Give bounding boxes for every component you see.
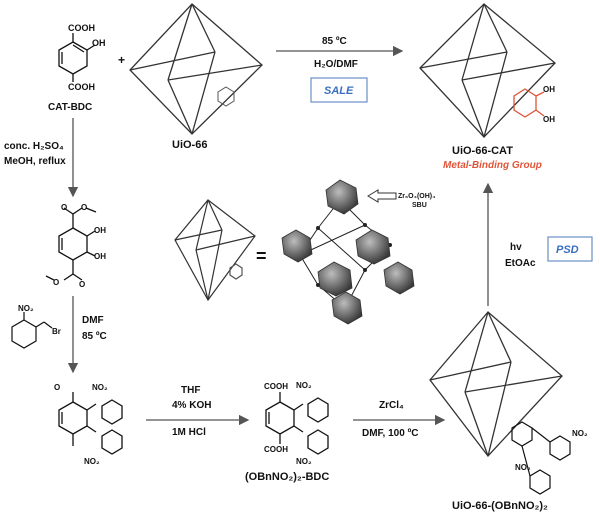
psd-light-label: hv xyxy=(510,242,522,253)
cat-bdc-label: CAT-BDC xyxy=(48,102,92,113)
diester-o-label: O xyxy=(54,383,60,392)
obn-no2-top: NO₂ xyxy=(296,381,312,390)
reagent-no2-label: NO₂ xyxy=(18,304,34,313)
obn-bdc-structure xyxy=(265,392,329,455)
sale-box-label: SALE xyxy=(324,85,354,97)
obn-cooh-top: COOH xyxy=(264,382,288,391)
uio66-obn-label: UiO-66-(OBnNO₂)₂ xyxy=(452,500,548,512)
ester-oh-1: OH xyxy=(94,226,106,235)
product-no2-bottom: NO₂ xyxy=(515,463,531,472)
uio66-obn-octahedron xyxy=(429,311,563,458)
alkylation-temp-label: 85 ºC xyxy=(82,331,107,342)
nitrobenzyl-bromide-structure xyxy=(11,312,53,349)
framework-model xyxy=(281,179,415,325)
synthesis-reagent-label: ZrCl₄ xyxy=(379,400,404,411)
hydrolysis-acid-label: 1M HCl xyxy=(172,427,206,438)
ester-o-top: O xyxy=(61,203,67,212)
esterification-reagent-label: conc. H₂SO₄ xyxy=(4,141,64,152)
obn-linker-icon xyxy=(511,421,571,495)
synthesis-solvent-label: DMF, 100 ºC xyxy=(362,428,418,439)
cat-bdc-structure xyxy=(58,33,96,82)
uio66-phenyl-icon xyxy=(217,86,235,107)
protected-diester-structure xyxy=(58,392,123,455)
cooh-top-label: COOH xyxy=(68,23,95,33)
metal-binding-label: Metal-Binding Group xyxy=(443,160,542,171)
psd-box-label: PSD xyxy=(556,244,579,256)
sale-box xyxy=(310,77,368,103)
uio66-cat-octahedron xyxy=(419,3,556,138)
sbu-callout-arrow xyxy=(367,189,397,203)
obn-no2-bottom: NO₂ xyxy=(296,457,312,466)
sbu-formula-label: Zr₆O₄(OH)₄ xyxy=(398,193,435,200)
sale-temp-label: 85 ºC xyxy=(322,36,347,47)
cat-oh-bottom-label: OH xyxy=(543,115,555,124)
ester-o-top-2: O xyxy=(81,203,87,212)
product-no2-top: NO₂ xyxy=(572,429,588,438)
cat-oh-top-label: OH xyxy=(543,85,555,94)
psd-solvent-label: EtOAc xyxy=(505,258,536,269)
alkylation-solvent-label: DMF xyxy=(82,315,104,326)
ester-o-bottom-2: O xyxy=(79,280,85,289)
ester-oh-2: OH xyxy=(94,252,106,261)
uio66-cat-label: UiO-66-CAT xyxy=(452,145,513,157)
sale-solvent-label: H₂O/DMF xyxy=(314,59,358,70)
oh-label: OH xyxy=(92,38,106,48)
hydrolysis-solvent-label: THF xyxy=(181,385,200,396)
small-octahedron xyxy=(174,199,256,302)
diester-no2-bottom: NO₂ xyxy=(84,457,100,466)
obn-cooh-bottom: COOH xyxy=(264,445,288,454)
ester-o-bottom: O xyxy=(53,278,59,287)
sbu-label: SBU xyxy=(412,202,427,209)
catechol-group-icon xyxy=(513,88,545,118)
esterification-solvent-label: MeOH, reflux xyxy=(4,156,66,167)
uio66-label: UiO-66 xyxy=(172,139,207,151)
equals-sign: = xyxy=(256,246,267,266)
hydrolysis-base-label: 4% KOH xyxy=(172,400,211,411)
reagent-br-label: Br xyxy=(52,327,61,336)
psd-box xyxy=(547,236,593,262)
uio66-octahedron xyxy=(129,3,263,135)
cooh-bottom-label: COOH xyxy=(68,82,95,92)
obn-bdc-label: (OBnNO₂)₂-BDC xyxy=(245,471,329,483)
plus-sign: + xyxy=(118,53,125,67)
dimethyl-ester-structure xyxy=(45,207,97,281)
diester-no2-top: NO₂ xyxy=(92,383,108,392)
